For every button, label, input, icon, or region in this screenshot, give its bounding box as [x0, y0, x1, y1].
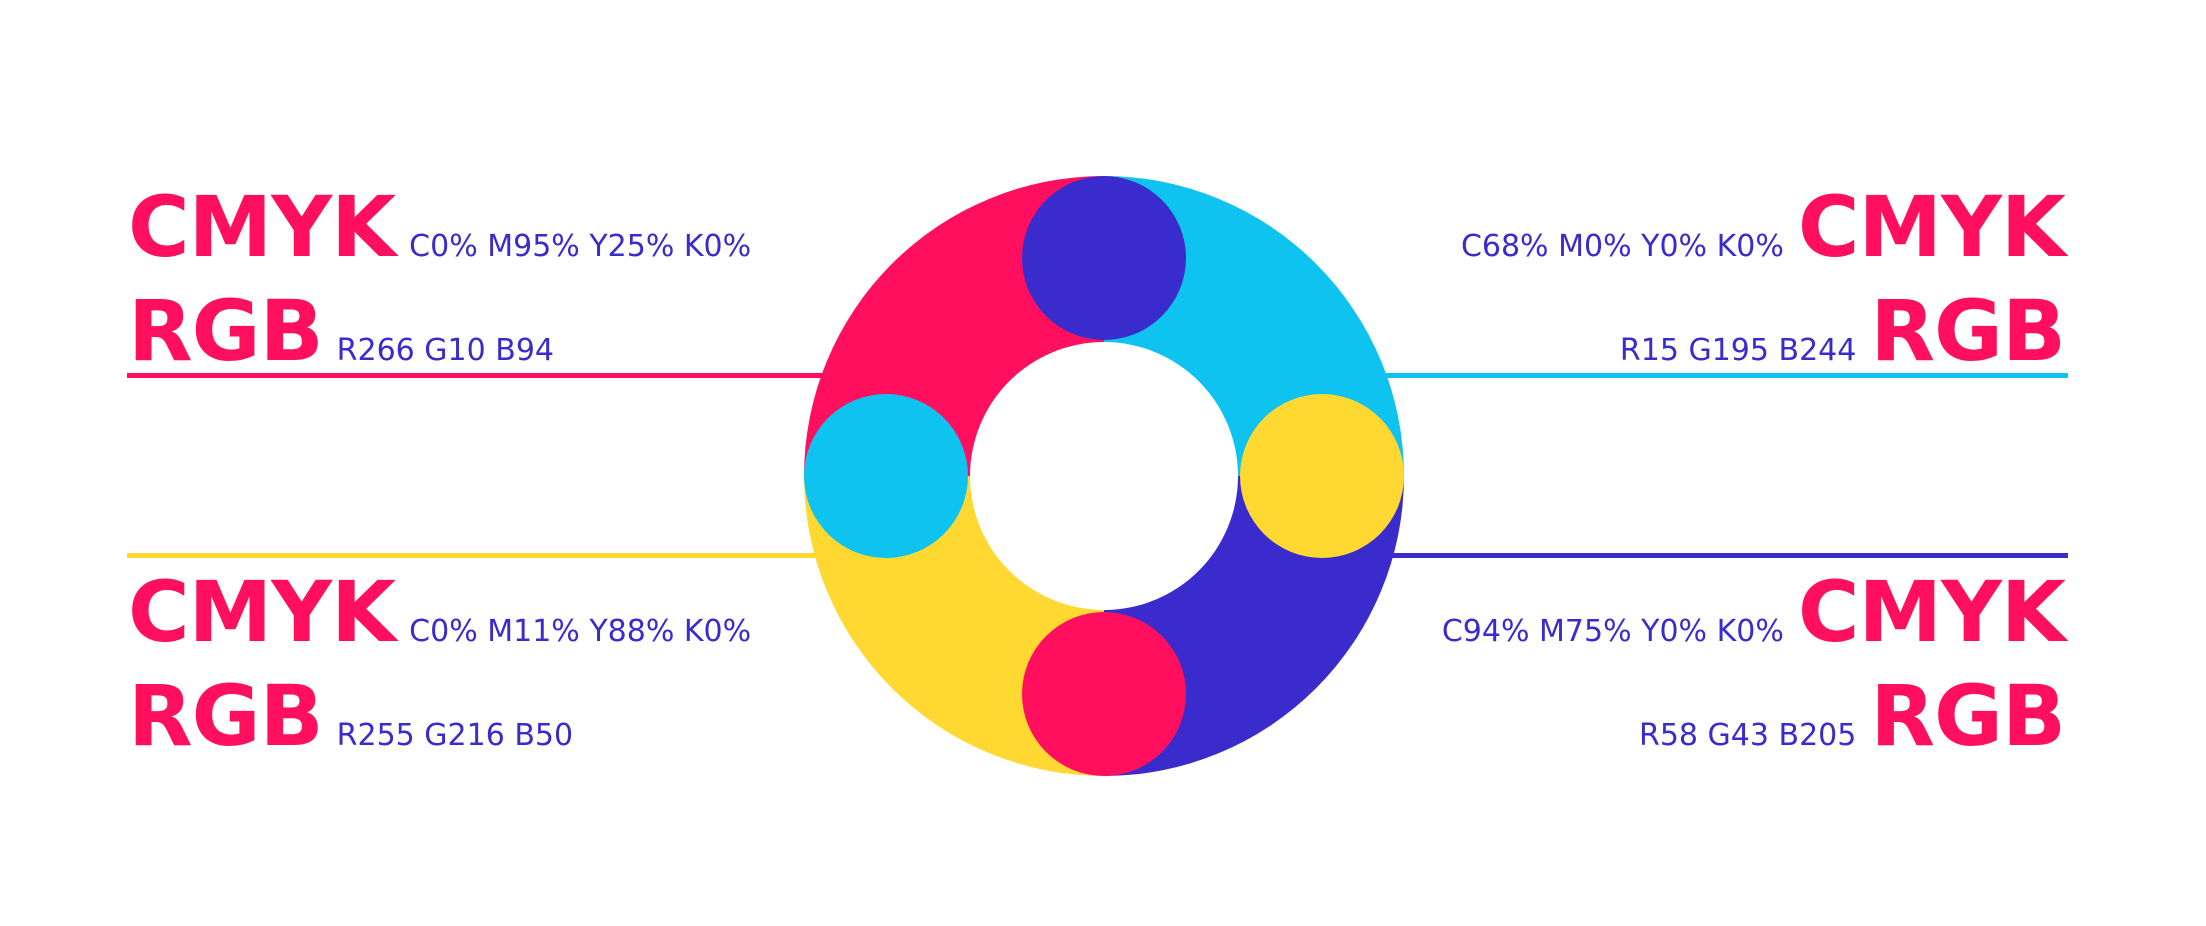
- cmyk-row: C68% M0% Y0% K0% CMYK: [1165, 178, 2066, 276]
- cyan-swatch-spec: C68% M0% Y0% K0% CMYK R15 G195 B244 RGB: [1165, 178, 2066, 380]
- cyan-left-dot: [804, 394, 968, 558]
- rgb-value: R58 G43 B205: [1638, 718, 1857, 753]
- rgb-row: R15 G195 B244 RGB: [1165, 282, 2066, 380]
- magenta-bottom-dot: [1022, 612, 1186, 776]
- rgb-row: RGB R255 G216 B50: [128, 674, 1028, 758]
- cmyk-row: CMYK C0% M95% Y25% K0%: [128, 185, 1028, 269]
- yellow-right-dot: [1240, 394, 1404, 558]
- indigo-connector-line: [1368, 553, 2068, 558]
- yellow-swatch-spec: CMYK C0% M11% Y88% K0% RGB R255 G216 B50: [128, 570, 1028, 758]
- rgb-row: R58 G43 B205 RGB: [1165, 667, 2066, 765]
- cmyk-value: C94% M75% Y0% K0%: [1441, 614, 1784, 649]
- magenta-swatch-spec: CMYK C0% M95% Y25% K0% RGB R266 G10 B94: [128, 185, 1028, 373]
- rgb-value: R266 G10 B94: [336, 333, 555, 368]
- center-hole: [970, 342, 1238, 610]
- cmyk-value: C0% M95% Y25% K0%: [409, 229, 752, 264]
- cyan-connector-line: [1368, 373, 2068, 378]
- indigo-top-dot: [1022, 176, 1186, 340]
- rgb-label: RGB: [128, 282, 324, 380]
- cmyk-value: C68% M0% Y0% K0%: [1460, 229, 1784, 264]
- indigo-swatch-spec: C94% M75% Y0% K0% CMYK R58 G43 B205 RGB: [1165, 563, 2066, 765]
- cmyk-row: CMYK C0% M11% Y88% K0%: [128, 570, 1028, 654]
- magenta-connector-line: [127, 373, 827, 378]
- rgb-row: RGB R266 G10 B94: [128, 289, 1028, 373]
- rgb-value: R15 G195 B244: [1619, 333, 1857, 368]
- yellow-connector-line: [127, 553, 827, 558]
- cmyk-label: CMYK: [1797, 563, 2066, 661]
- cmyk-label: CMYK: [1797, 178, 2066, 276]
- cmyk-label: CMYK: [128, 563, 396, 661]
- color-wheel-emblem: [804, 176, 1404, 776]
- cmyk-value: C0% M11% Y88% K0%: [409, 614, 752, 649]
- rgb-label: RGB: [1870, 282, 2066, 380]
- cmyk-row: C94% M75% Y0% K0% CMYK: [1165, 563, 2066, 661]
- rgb-value: R255 G216 B50: [336, 718, 574, 753]
- rgb-label: RGB: [128, 667, 324, 765]
- cmyk-label: CMYK: [128, 178, 396, 276]
- rgb-label: RGB: [1870, 667, 2066, 765]
